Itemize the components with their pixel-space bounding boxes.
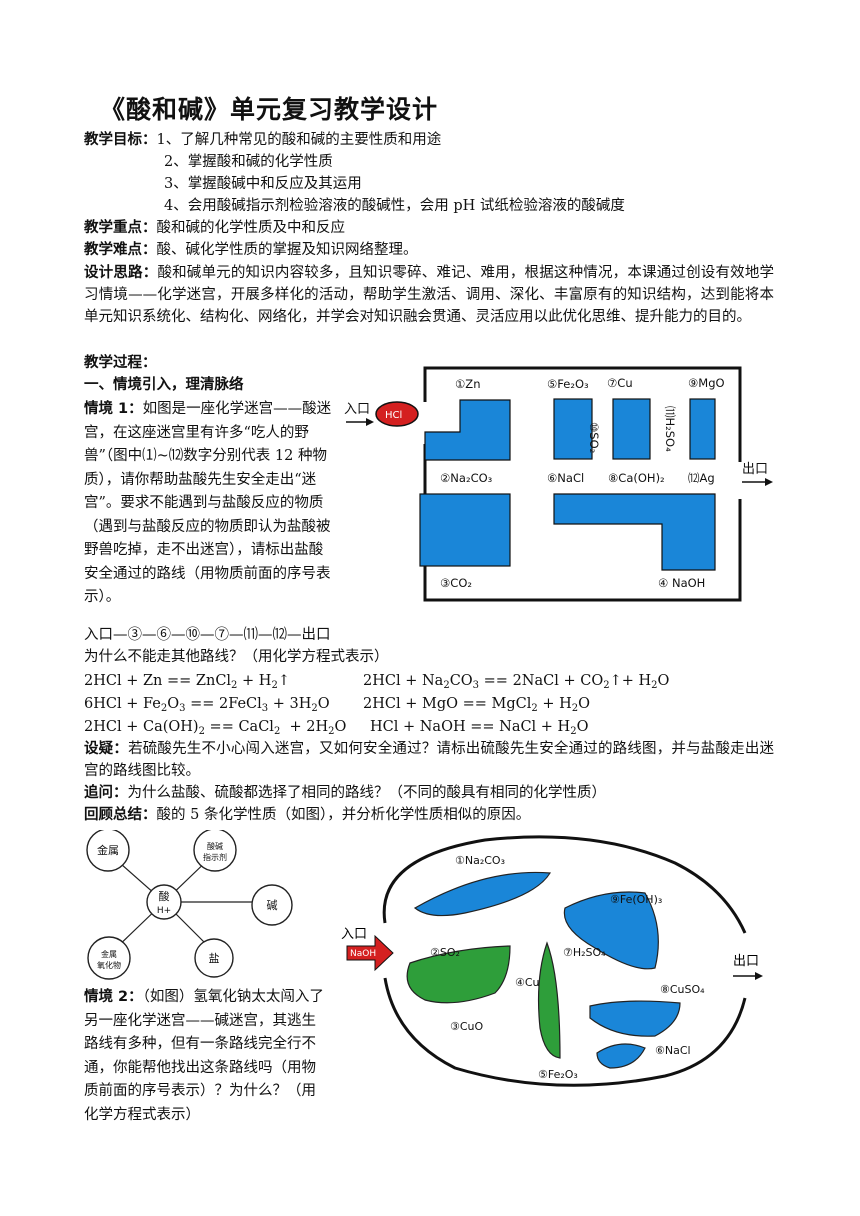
svg-text:金属氧化物: 金属氧化物 [97, 949, 121, 970]
difficulty: 教学难点：酸、碱化学性质的掌握及知识网络整理。 [84, 242, 418, 258]
scenario-1: 情境 1：如图是一座化学迷宫——酸迷宫，在这座迷宫里有许多“吃人的野兽”（图中⑴… [84, 401, 332, 605]
svg-text:盐: 盐 [209, 952, 220, 965]
goal-4: 4、会用酸碱指示剂检验溶液的酸碱性，会用 pH 试纸检验溶液的酸碱度 [164, 198, 625, 214]
review-summary: 回顾总结：酸的 5 条化学性质（如图），并分析化学性质相似的原因。 [84, 807, 531, 823]
svg-text:酸碱指示剂: 酸碱指示剂 [203, 841, 227, 862]
svg-text:H+: H+ [157, 906, 171, 916]
entrance-arrow-icon [346, 934, 394, 972]
svg-text:②SO₂: ②SO₂ [430, 946, 460, 959]
entrance-arrow-icon [346, 418, 374, 426]
goal-3: 3、掌握酸碱中和反应及其运用 [164, 176, 362, 192]
svg-text:出口: 出口 [733, 954, 759, 969]
svg-text:碱: 碱 [267, 899, 278, 912]
base-maze: 入口 NaOH 出口 ①Na₂CO₃ ⑨Fe(OH)₃ ②SO₂ ⑦H₂SO₄ … [341, 835, 763, 1087]
svg-text:⑩SO₂: ⑩SO₂ [587, 422, 601, 453]
page-title: 《酸和碱》单元复习教学设计 [100, 95, 439, 124]
svg-text:⑤Fe₂O₃: ⑤Fe₂O₃ [538, 1068, 578, 1081]
equation: 6HCl + Fe2O3 == 2FeCl3 + 3H2O [84, 696, 330, 714]
svg-text:入口: 入口 [341, 927, 367, 942]
maze1-entrance: 入口 [344, 402, 370, 417]
svg-text:⑿Ag: ⑿Ag [688, 471, 715, 485]
svg-text:⑧Ca(OH)₂: ⑧Ca(OH)₂ [608, 471, 665, 485]
svg-text:金属: 金属 [97, 843, 119, 857]
maze2-block-na2co3 [413, 871, 552, 917]
svg-text:⑨Fe(OH)₃: ⑨Fe(OH)₃ [610, 893, 662, 906]
svg-text:①Zn: ①Zn [455, 377, 480, 391]
maze2-block-so2 [406, 945, 511, 1004]
goal-1: 教学目标：1、了解几种常见的酸和碱的主要性质和用途 [84, 132, 442, 148]
hcl-walker [375, 401, 419, 427]
maze2-block-feoh3 [563, 891, 659, 970]
maze2-block-nacl [596, 1043, 646, 1069]
maze1-block-naoh [553, 493, 716, 571]
maze1-exit: 出口 [742, 462, 768, 477]
maze2-block-h2so4 [537, 941, 561, 1059]
section-1-heading: 一、情境引入，理清脉络 [84, 377, 244, 393]
svg-text:⑥NaCl: ⑥NaCl [655, 1044, 691, 1057]
svg-text:④ NaOH: ④ NaOH [658, 576, 705, 590]
svg-text:⑾H₂SO₄: ⑾H₂SO₄ [663, 406, 677, 452]
why-question: 为什么不能走其他路线？（用化学方程式表示） [84, 649, 389, 665]
maze1-block-fe2o3 [553, 398, 593, 460]
svg-text:⑤Fe₂O₃: ⑤Fe₂O₃ [547, 377, 589, 391]
svg-text:③CuO: ③CuO [450, 1020, 484, 1033]
svg-text:⑦H₂SO₄: ⑦H₂SO₄ [563, 946, 606, 959]
acid-properties-diagram: 酸 H+ 金属 酸碱指示剂 碱 盐 金属氧化物 [86, 830, 293, 980]
maze1-block-co2 [419, 493, 511, 567]
key-point: 教学重点：酸和碱的化学性质及中和反应 [84, 220, 345, 236]
exit-arrow-icon [755, 972, 763, 980]
follow-up: 追问：为什么盐酸、硫酸都选择了相同的路线？（不同的酸具有相同的化学性质） [84, 785, 606, 801]
equation: 2HCl + Zn == ZnCl2 + H2↑ [84, 673, 290, 691]
maze1-block-cu [612, 398, 651, 460]
svg-text:⑧CuSO₄: ⑧CuSO₄ [660, 983, 705, 996]
acid-maze: 入口 HCl 出口 ①Zn ⑤Fe₂O₃ ⑦Cu ⑨MgO ⑩SO₂ ⑾H₂SO… [344, 366, 773, 602]
svg-text:NaOH: NaOH [350, 949, 376, 959]
process-label: 教学过程： [84, 355, 157, 371]
safe-route: 入口—③—⑥—⑩—⑦—⑾—⑿—出口 [84, 627, 331, 643]
doubt: 设疑：若硫酸先生不小心闯入迷宫，又如何安全通过？请标出硫酸先生安全通过的路线图，… [84, 741, 775, 780]
goal-2: 2、掌握酸和碱的化学性质 [164, 154, 333, 170]
equation: 2HCl + Ca(OH)2 == CaCl2 + 2H2O [84, 719, 347, 737]
svg-text:⑦Cu: ⑦Cu [607, 376, 633, 390]
svg-text:③CO₂: ③CO₂ [440, 576, 472, 590]
maze1-walker: HCl [385, 410, 402, 421]
equation: 2HCl + MgO == MgCl2 + H2O [363, 696, 591, 714]
design-idea: 设计思路：酸和碱单元的知识内容较多，且知识零碎、难记、难用，根据这种情况，本课通… [84, 265, 775, 326]
scenario-2: 情境 2：（如图）氢氧化钠太太闯入了另一座化学迷宫——碱迷宫，其逃生路线有多种，… [84, 989, 324, 1123]
maze1-block-zn [424, 399, 511, 461]
exit-arrow-icon [765, 478, 773, 486]
svg-text:酸: 酸 [159, 889, 170, 903]
svg-text:②Na₂CO₃: ②Na₂CO₃ [440, 471, 493, 485]
maze2-block-cuso4 [589, 1000, 681, 1037]
svg-text:⑨MgO: ⑨MgO [688, 376, 725, 390]
equation: HCl + NaOH == NaCl + H2O [370, 719, 589, 737]
equation: 2HCl + Na2CO3 == 2NaCl + CO2↑+ H2O [363, 673, 670, 691]
svg-text:⑥NaCl: ⑥NaCl [547, 471, 584, 485]
svg-text:①Na₂CO₃: ①Na₂CO₃ [455, 854, 505, 867]
svg-text:④Cu: ④Cu [515, 976, 540, 989]
maze1-block-mgo [689, 398, 716, 460]
